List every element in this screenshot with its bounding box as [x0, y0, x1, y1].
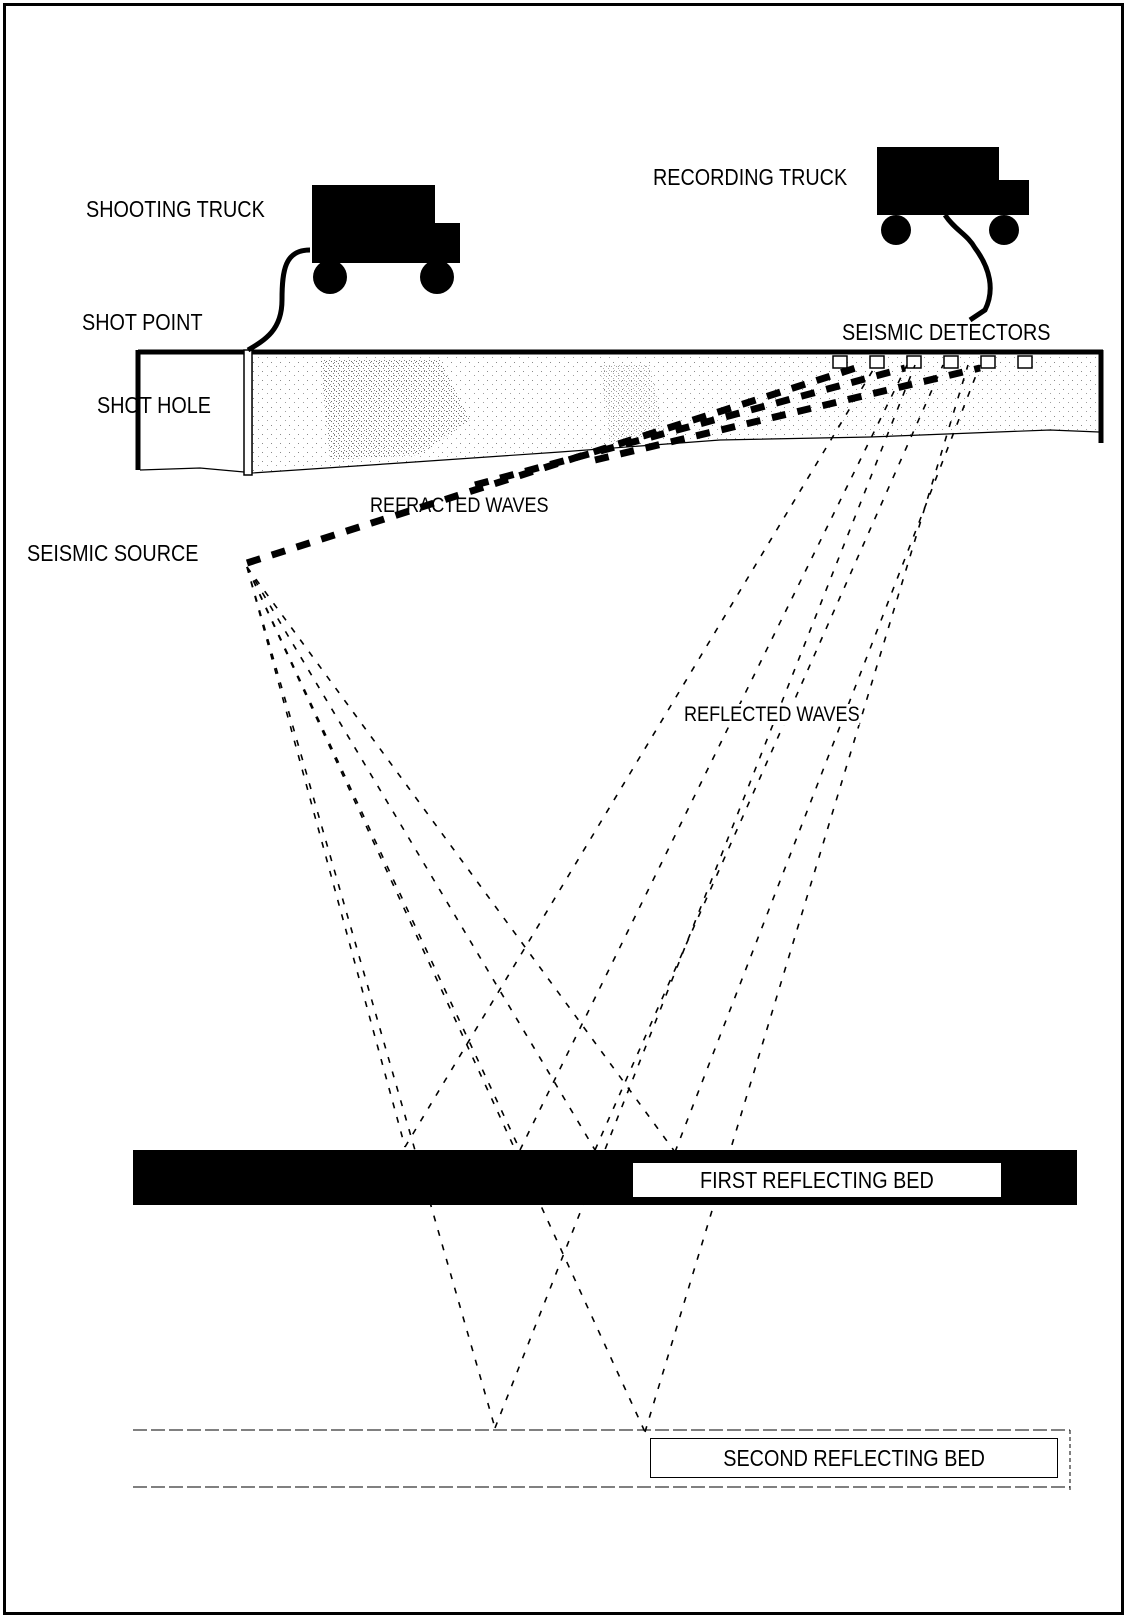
shot-hole: [243, 349, 253, 476]
seismic-detector: [980, 355, 996, 369]
surface-layer: [135, 349, 1104, 476]
seismic-detector: [906, 355, 922, 369]
seismic-detector: [1017, 355, 1033, 369]
seismic-detectors: [832, 355, 1033, 369]
shooting-truck: [246, 185, 460, 353]
reflected-waves-label: REFLECTED WAVES: [684, 703, 860, 726]
seismic-detectors-label: SEISMIC DETECTORS: [842, 319, 1051, 345]
refracted-waves-label: REFRACTED WAVES: [370, 494, 549, 517]
shot-point-label: SHOT POINT: [82, 309, 203, 335]
figure-frame: [3, 3, 1124, 1615]
refracted-waves: [245, 361, 981, 567]
second-reflecting-bed-label: SECOND REFLECTING BED: [650, 1438, 1058, 1478]
first-reflecting-bed-label: FIRST REFLECTING BED: [633, 1163, 1001, 1197]
recording-truck-label: RECORDING TRUCK: [653, 164, 848, 190]
seismic-detector: [832, 355, 848, 369]
second-reflecting-bed: [133, 1429, 1071, 1490]
seismic-source-label: SEISMIC SOURCE: [27, 540, 199, 566]
shot-hole-label: SHOT HOLE: [97, 392, 211, 418]
seismic-detector: [869, 355, 885, 369]
seismic-detector: [943, 355, 959, 369]
recording-truck: [877, 147, 1029, 323]
shooting-truck-label: SHOOTING TRUCK: [86, 196, 265, 222]
reflected-waves: [246, 364, 981, 1433]
